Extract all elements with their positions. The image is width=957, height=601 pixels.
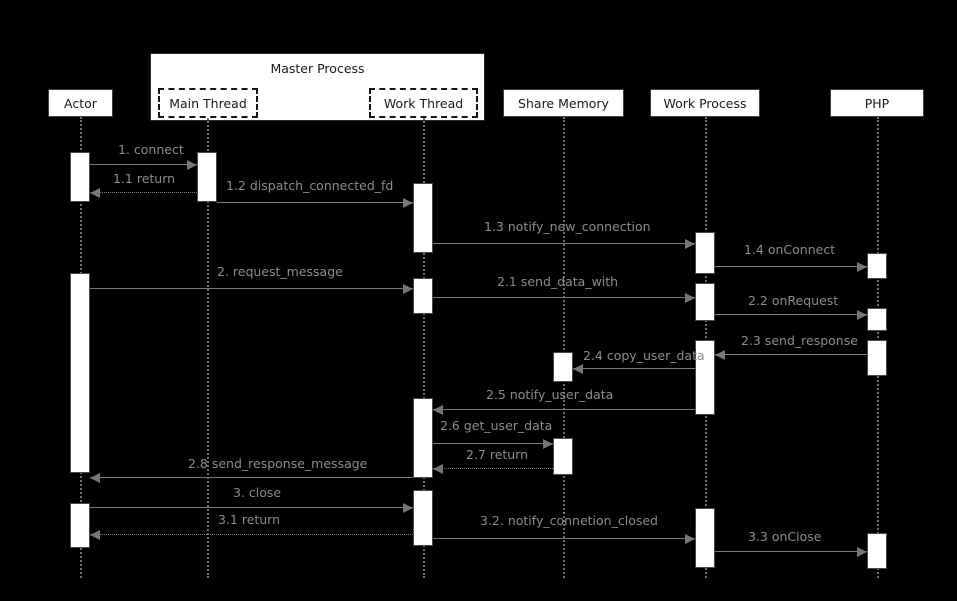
message-line-m2_6 (433, 443, 553, 444)
participant-box-actor[interactable]: Actor (48, 89, 113, 117)
activation-bar-share_memory (553, 438, 573, 475)
message-label-m1_1: 1.1 return (113, 171, 176, 186)
message-label-m2_8: 2.8 send_response_message (188, 456, 368, 471)
message-arrowhead-m2_8 (90, 473, 100, 483)
participant-box-work_thread[interactable]: Work Thread (369, 88, 478, 118)
group-title-label: Master Process (270, 61, 365, 76)
message-label-m2: 2. request_message (217, 264, 343, 279)
participant-box-share_memory[interactable]: Share Memory (503, 89, 624, 117)
activation-bar-work_process (695, 283, 715, 321)
activation-bar-share_memory (553, 352, 573, 382)
message-arrowhead-m2_3 (715, 350, 725, 360)
message-line-m3 (90, 507, 413, 508)
message-line-m2_4 (573, 368, 695, 369)
message-arrowhead-m1 (187, 160, 197, 170)
activation-bar-actor (70, 273, 90, 473)
activation-bar-php (867, 340, 887, 376)
message-label-m2_3: 2.3 send_response (741, 333, 858, 348)
message-arrowhead-m3_3 (857, 547, 867, 557)
message-line-m2_1 (433, 297, 695, 298)
message-line-m1_1 (90, 192, 197, 193)
message-arrowhead-m3_1 (90, 530, 100, 540)
message-label-m1_4: 1.4 onConnect (744, 242, 836, 257)
lifeline-work_thread (423, 118, 425, 578)
message-arrowhead-m3_2 (685, 534, 695, 544)
message-label-m3: 3. close (233, 485, 282, 500)
message-arrowhead-m2 (403, 284, 413, 294)
activation-bar-work_thread (413, 398, 433, 478)
message-line-m2_8 (90, 477, 413, 478)
message-label-m2_4: 2.4 copy_user_data (583, 348, 705, 363)
message-label-m2_2: 2.2 onRequest (748, 293, 839, 308)
message-line-m1_4 (715, 266, 867, 267)
activation-bar-php (867, 308, 887, 331)
message-arrowhead-m2_1 (685, 293, 695, 303)
activation-bar-main_thread (197, 152, 217, 202)
activation-bar-actor (70, 503, 90, 548)
message-line-m1_3 (433, 243, 695, 244)
participant-box-work_process[interactable]: Work Process (650, 89, 760, 117)
message-line-m2_5 (433, 409, 695, 410)
activation-bar-php (867, 253, 887, 279)
participant-box-php[interactable]: PHP (830, 89, 924, 117)
message-arrowhead-m3 (403, 503, 413, 513)
participant-box-main_thread[interactable]: Main Thread (158, 88, 258, 118)
message-arrowhead-m1_1 (90, 188, 100, 198)
message-label-m1: 1. connect (118, 142, 184, 157)
message-line-m2_7 (433, 468, 553, 469)
message-label-m2_1: 2.1 send_data_with (497, 274, 619, 289)
message-line-m1 (90, 164, 197, 165)
message-line-m3_1 (90, 534, 413, 535)
message-arrowhead-m2_6 (543, 439, 553, 449)
activation-bar-work_process (695, 232, 715, 274)
lifeline-share_memory (563, 117, 565, 578)
activation-bar-actor (70, 152, 90, 202)
message-label-m2_6: 2.6 get_user_data (440, 418, 553, 433)
message-arrowhead-m2_5 (433, 405, 443, 415)
message-arrowhead-m1_4 (857, 262, 867, 272)
message-label-m3_3: 3.3 onClose (748, 529, 822, 544)
message-label-m1_2: 1.2 dispatch_connected_fd (226, 178, 394, 193)
activation-bar-work_process (695, 508, 715, 568)
message-line-m2_3 (715, 354, 867, 355)
message-label-m1_3: 1.3 notify_new_connection (484, 219, 651, 234)
lifeline-main_thread (207, 118, 209, 578)
message-line-m2 (90, 288, 413, 289)
message-label-m3_2: 3.2. notify_connetion_closed (480, 513, 658, 528)
activation-bar-work_thread (413, 278, 433, 314)
message-arrowhead-m2_4 (573, 364, 583, 374)
message-line-m2_2 (715, 314, 867, 315)
message-arrowhead-m2_7 (433, 464, 443, 474)
message-line-m3_3 (715, 551, 867, 552)
message-label-m3_1: 3.1 return (218, 512, 281, 527)
activation-bar-php (867, 533, 887, 569)
message-arrowhead-m1_2 (403, 198, 413, 208)
message-arrowhead-m1_3 (685, 239, 695, 249)
activation-bar-work_process (695, 340, 715, 415)
activation-bar-work_thread (413, 183, 433, 253)
message-arrowhead-m2_2 (857, 310, 867, 320)
message-line-m3_2 (433, 538, 695, 539)
message-label-m2_7: 2.7 return (466, 447, 529, 462)
message-label-m2_5: 2.5 notify_user_data (486, 387, 614, 402)
message-line-m1_2 (217, 202, 413, 203)
activation-bar-work_thread (413, 490, 433, 546)
